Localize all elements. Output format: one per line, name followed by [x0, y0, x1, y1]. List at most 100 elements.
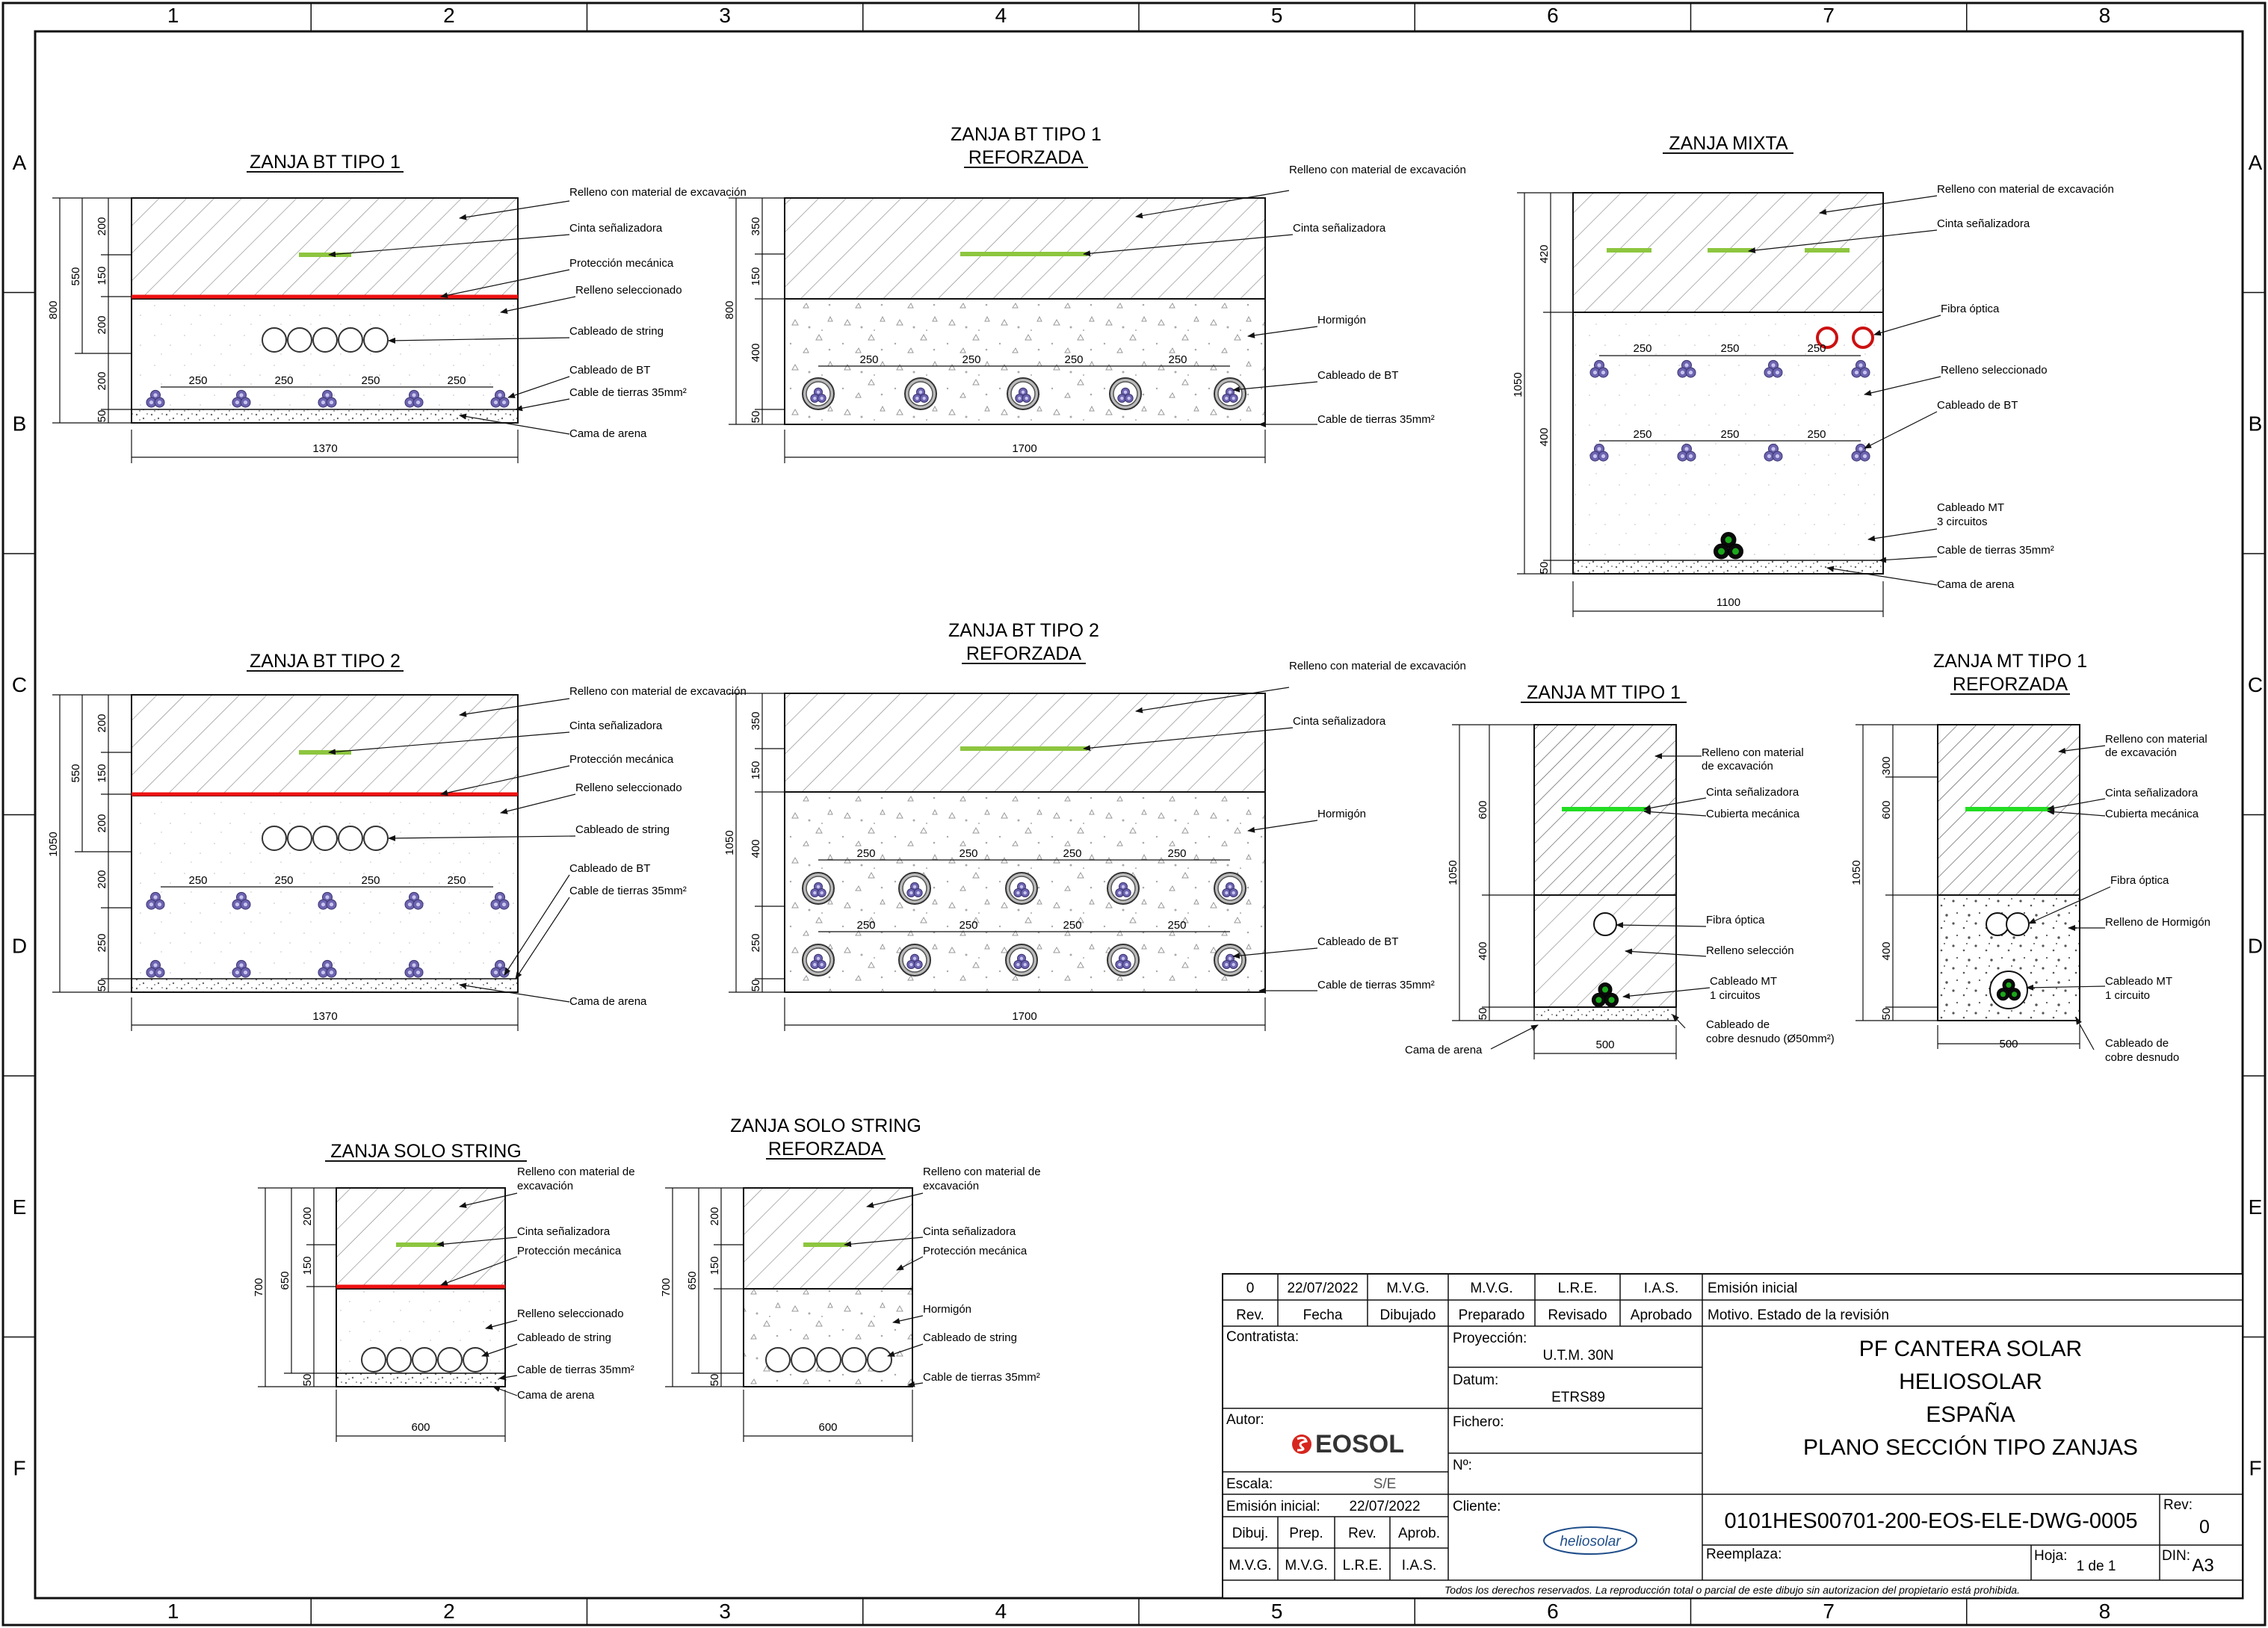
trench-mt-tipo-1: ZANJA MT TIPO 1 1050 600 400 50 500 Rell… [1405, 682, 1835, 1059]
svg-text:Emisión inicial:: Emisión inicial: [1226, 1499, 1320, 1514]
svg-text:Relleno con material de excava: Relleno con material de excavación [1289, 164, 1466, 176]
grid-col-label: 3 [719, 4, 731, 27]
svg-text:Relleno con material: Relleno con material [1702, 746, 1804, 759]
svg-text:250: 250 [447, 874, 466, 887]
spacing-dims-bt1: 250 250 250 250 [161, 374, 493, 388]
svg-text:150: 150 [96, 266, 108, 285]
svg-text:250: 250 [274, 874, 293, 887]
svg-text:50: 50 [1880, 1008, 1893, 1021]
svg-text:Cinta señalizadora: Cinta señalizadora [1937, 217, 2030, 230]
svg-text:Cubierta mecánica: Cubierta mecánica [1706, 808, 1800, 820]
svg-text:250: 250 [1720, 342, 1739, 355]
grid-col-label: 4 [995, 1600, 1007, 1623]
svg-text:Cableado de: Cableado de [1706, 1018, 1770, 1031]
trench-bt-tipo-1-reforzada: ZANJA BT TIPO 1 REFORZADA 250 250 250 25… [723, 124, 1466, 463]
svg-text:Cable de tierras 35mm²: Cable de tierras 35mm² [569, 386, 687, 399]
svg-text:cobre desnudo (Ø50mm²): cobre desnudo (Ø50mm²) [1706, 1033, 1835, 1045]
svg-text:Relleno seleccionado: Relleno seleccionado [575, 284, 682, 297]
svg-text:Cinta señalizadora: Cinta señalizadora [569, 222, 663, 235]
svg-text:600: 600 [1880, 800, 1893, 819]
grid-col-label: 8 [2099, 1600, 2111, 1623]
svg-text:Relleno con material de: Relleno con material de [517, 1166, 635, 1178]
svg-text:1 de 1: 1 de 1 [2077, 1559, 2116, 1574]
svg-text:Cableado MT: Cableado MT [2105, 975, 2172, 988]
svg-text:150: 150 [750, 761, 762, 779]
svg-text:Cableado de string: Cableado de string [569, 325, 664, 338]
svg-text:Cinta señalizadora: Cinta señalizadora [517, 1225, 611, 1238]
grid-row-label: A [2249, 151, 2263, 174]
bt-cable-triplex [318, 891, 337, 910]
svg-text:Preparado: Preparado [1459, 1307, 1525, 1323]
svg-text:250: 250 [361, 374, 380, 387]
conduit-duct [898, 944, 931, 977]
bt-cable-triplex [1015, 387, 1031, 403]
conduit-duct [898, 872, 931, 905]
svg-text:250: 250 [1063, 919, 1081, 932]
svg-text:250: 250 [1168, 353, 1187, 366]
grid-row-label: E [2249, 1195, 2263, 1219]
bt-cable-triplex [1115, 882, 1131, 898]
svg-text:250: 250 [859, 353, 878, 366]
svg-text:excavación: excavación [923, 1180, 979, 1192]
svg-text:200: 200 [96, 315, 108, 334]
svg-text:PLANO SECCIÓN TIPO ZANJAS: PLANO SECCIÓN TIPO ZANJAS [1803, 1435, 2138, 1460]
grid-col-label: 1 [167, 1600, 179, 1623]
svg-text:550: 550 [69, 267, 82, 285]
svg-text:350: 350 [750, 711, 762, 730]
bt-cable-triplex [1764, 443, 1783, 462]
bt-cable-triplex [1222, 882, 1238, 898]
svg-text:Revisado: Revisado [1548, 1307, 1607, 1323]
svg-text:50: 50 [750, 979, 762, 992]
svg-text:Dibujado: Dibujado [1380, 1307, 1436, 1323]
svg-text:Hoja:: Hoja: [2034, 1548, 2067, 1564]
bt-cable-triplex [1851, 359, 1870, 378]
svg-text:22/07/2022: 22/07/2022 [1349, 1499, 1420, 1514]
svg-text:150: 150 [708, 1256, 721, 1275]
svg-text:Relleno seleccionado: Relleno seleccionado [517, 1307, 624, 1320]
bt-cable-triplex [490, 891, 510, 910]
svg-text:250: 250 [1064, 353, 1083, 366]
svg-text:Hormigón: Hormigón [923, 1303, 971, 1316]
svg-text:Reemplaza:: Reemplaza: [1706, 1547, 1782, 1562]
svg-text:Fichero:: Fichero: [1453, 1414, 1504, 1430]
svg-text:150: 150 [301, 1256, 314, 1275]
grid-col-label: 4 [995, 4, 1007, 27]
svg-text:1050: 1050 [723, 830, 736, 855]
svg-text:250: 250 [856, 847, 875, 860]
grid-col-label: 5 [1271, 1600, 1283, 1623]
trench-bt-tipo-1: ZANJA BT TIPO 1 250 250 250 250 800 [47, 152, 747, 463]
svg-text:400: 400 [750, 839, 762, 858]
svg-text:Cama de arena: Cama de arena [517, 1389, 595, 1402]
revision-headers: Rev. Fecha Dibujado Preparado Revisado A… [1236, 1307, 1889, 1323]
svg-text:Protección mecánica: Protección mecánica [569, 257, 674, 270]
svg-text:1050: 1050 [47, 832, 60, 856]
svg-text:Cinta señalizadora: Cinta señalizadora [2105, 787, 2199, 799]
bt-cable-triplex [1115, 953, 1131, 970]
conduit-duct [802, 872, 835, 905]
svg-text:Cable de tierras 35mm²: Cable de tierras 35mm² [1317, 979, 1435, 991]
svg-text:Fibra óptica: Fibra óptica [1706, 914, 1765, 926]
string-cables-bt1 [262, 327, 389, 353]
grid-row-label: C [12, 673, 27, 696]
svg-text:3 circuitos: 3 circuitos [1937, 516, 1988, 528]
grid-row-label: B [13, 412, 27, 435]
svg-text:Relleno de Hormigón: Relleno de Hormigón [2105, 916, 2210, 929]
bt-cable-triplex [318, 389, 337, 408]
svg-text:250: 250 [1633, 428, 1651, 441]
svg-text:1700: 1700 [1012, 1010, 1036, 1023]
bt-cable-triplex [318, 959, 337, 978]
svg-text:Cableado de BT: Cableado de BT [569, 862, 650, 875]
svg-text:650: 650 [686, 1271, 699, 1290]
svg-text:Cama de arena: Cama de arena [569, 995, 647, 1008]
svg-text:ZANJA SOLO STRING: ZANJA SOLO STRING [330, 1141, 522, 1162]
svg-text:Aprobado: Aprobado [1631, 1307, 1692, 1323]
svg-text:Cinta señalizadora: Cinta señalizadora [1293, 715, 1386, 728]
svg-text:Cableado de BT: Cableado de BT [1317, 369, 1398, 382]
trench-solo-string-reforzada: ZANJA SOLO STRING REFORZADA 700 650 200 … [660, 1115, 1041, 1442]
svg-text:250: 250 [1167, 847, 1186, 860]
svg-text:300: 300 [1880, 756, 1893, 775]
svg-text:250: 250 [274, 374, 293, 387]
bt-cable-triplex [912, 387, 929, 403]
conduit-duct [1214, 377, 1246, 410]
svg-text:HELIOSOLAR: HELIOSOLAR [1899, 1369, 2042, 1394]
